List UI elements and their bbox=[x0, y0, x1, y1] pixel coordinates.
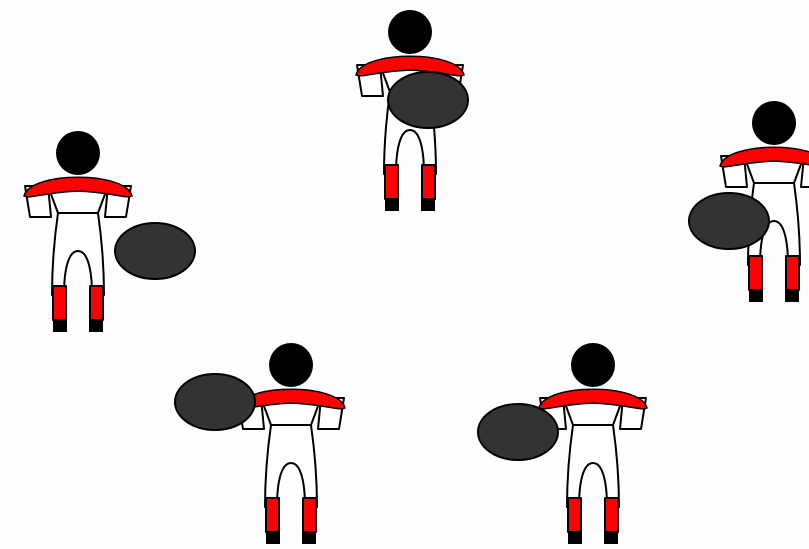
left-boot bbox=[266, 531, 280, 544]
ball-player-left bbox=[115, 223, 195, 279]
right-sock bbox=[786, 256, 799, 290]
legs bbox=[52, 213, 104, 295]
left-sock bbox=[266, 498, 279, 532]
ball-player-bottom-left bbox=[175, 374, 255, 430]
ball-player-top bbox=[388, 72, 468, 128]
head bbox=[571, 343, 615, 387]
left-boot bbox=[53, 319, 67, 332]
legs bbox=[265, 425, 317, 507]
left-sock bbox=[53, 286, 66, 320]
right-sock bbox=[303, 498, 316, 532]
right-boot bbox=[604, 531, 618, 544]
left-sock bbox=[385, 165, 398, 199]
head bbox=[752, 101, 796, 145]
legs bbox=[567, 425, 619, 507]
player-left bbox=[24, 131, 132, 332]
ball-player-bottom-right bbox=[478, 404, 558, 460]
right-sock bbox=[90, 286, 103, 320]
right-boot bbox=[302, 531, 316, 544]
right-boot bbox=[785, 289, 799, 302]
left-boot bbox=[568, 531, 582, 544]
left-sock bbox=[568, 498, 581, 532]
ball-player-right bbox=[689, 193, 769, 249]
head bbox=[56, 131, 100, 175]
head bbox=[269, 343, 313, 387]
left-boot bbox=[749, 289, 763, 302]
player-bottom-left bbox=[237, 343, 345, 544]
right-sock bbox=[422, 165, 435, 199]
right-boot bbox=[89, 319, 103, 332]
right-boot bbox=[421, 198, 435, 211]
head bbox=[388, 10, 432, 54]
left-boot bbox=[385, 198, 399, 211]
left-sock bbox=[749, 256, 762, 290]
right-sock bbox=[605, 498, 618, 532]
